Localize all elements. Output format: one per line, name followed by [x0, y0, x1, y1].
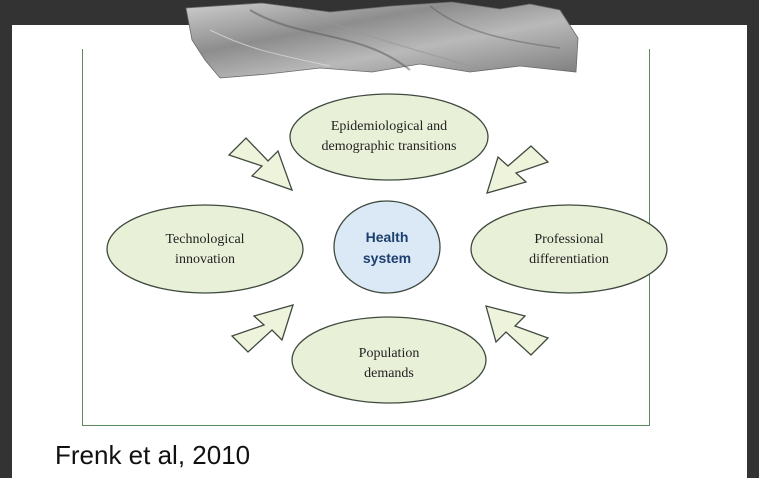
center-label: Health system [362, 229, 412, 266]
node-label-right: Professional differentiation [529, 232, 609, 267]
node-label-bottom: Population demands [358, 346, 420, 381]
center-ellipse [333, 200, 441, 294]
arrow-bottom-left [230, 304, 294, 353]
node-top-ellipse [289, 93, 489, 181]
citation-text: Frenk et al, 2010 [55, 440, 251, 470]
node-label-left: Technological innovation [165, 232, 245, 267]
node-left-ellipse [106, 204, 304, 294]
node-label-top: Epidemiological and demographic transiti… [321, 119, 457, 154]
arrow-bottom-right [485, 305, 550, 356]
node-bottom-ellipse [291, 316, 487, 404]
node-right-ellipse [470, 204, 668, 294]
arrow-top-right [486, 145, 550, 194]
arrow-top-left [227, 137, 294, 192]
arrows-group [227, 137, 550, 356]
